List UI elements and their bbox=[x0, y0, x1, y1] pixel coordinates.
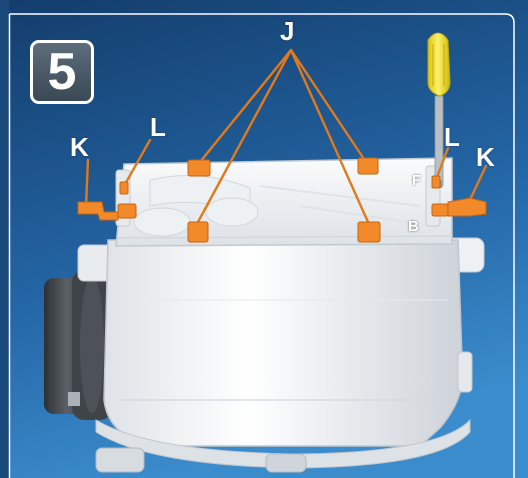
clip-l-left bbox=[119, 181, 129, 195]
left-margin-strip bbox=[0, 0, 9, 478]
foot-left bbox=[95, 447, 145, 473]
leader-l-left bbox=[122, 138, 152, 188]
clip-j-front-right bbox=[357, 157, 379, 175]
mark-f: F bbox=[412, 172, 422, 189]
clip-l-right bbox=[431, 175, 441, 189]
leader-j-2 bbox=[196, 48, 293, 224]
leader-j-4 bbox=[289, 48, 370, 224]
pump-housing bbox=[103, 239, 464, 447]
clips-j bbox=[187, 157, 381, 243]
callout-l-right: L bbox=[444, 122, 460, 152]
leader-j-3 bbox=[289, 48, 368, 164]
clips-k bbox=[77, 197, 487, 221]
foot-middle bbox=[265, 453, 307, 473]
clip-k-right bbox=[447, 197, 487, 217]
leader-l-right bbox=[434, 146, 450, 182]
motor-unit bbox=[44, 270, 112, 420]
clip-j-back-right bbox=[357, 221, 381, 243]
clip-j-front-left bbox=[187, 159, 211, 177]
mark-b: B bbox=[408, 218, 419, 235]
frame-top-line bbox=[9, 13, 515, 478]
screwdriver bbox=[427, 32, 451, 188]
clip-j-back-left bbox=[187, 221, 209, 243]
callout-k-right: K bbox=[476, 142, 495, 172]
callout-l-left: L bbox=[150, 112, 166, 142]
callout-j: J bbox=[280, 16, 295, 46]
callout-k-left: K bbox=[70, 132, 89, 162]
clip-k-left bbox=[77, 201, 119, 221]
clips-l bbox=[119, 175, 441, 195]
step-number-badge: 5 bbox=[30, 40, 94, 104]
leader-j-1 bbox=[198, 48, 293, 164]
leader-lines bbox=[84, 48, 488, 224]
leader-k-right bbox=[466, 164, 488, 206]
